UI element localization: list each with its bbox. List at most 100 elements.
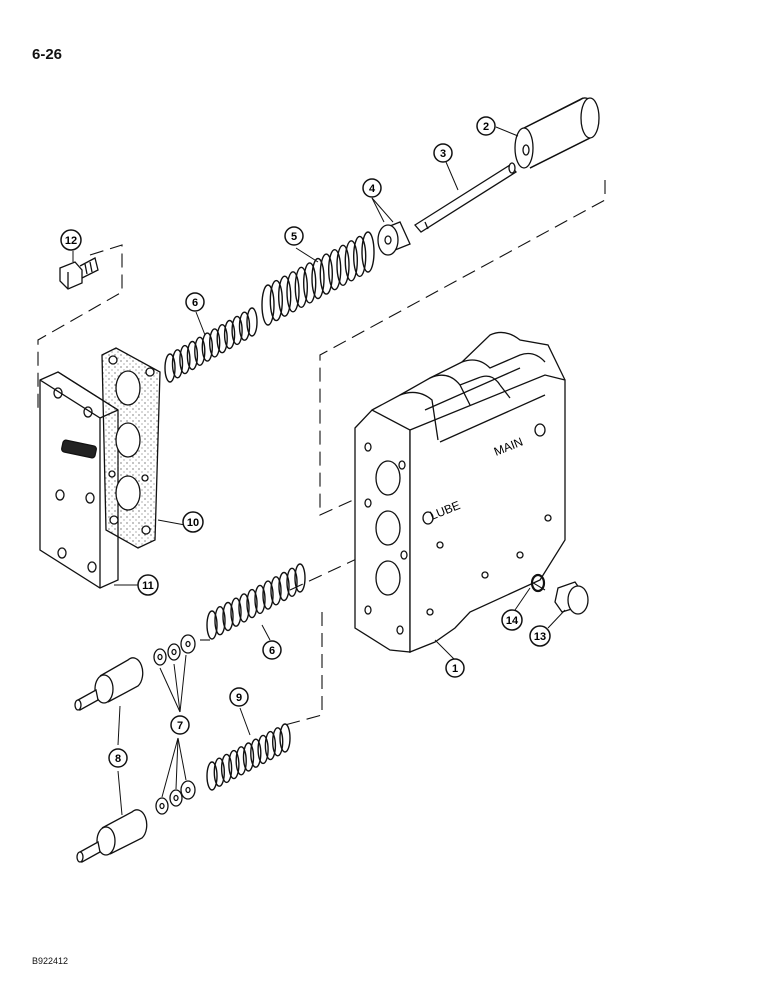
spring-coil xyxy=(238,593,250,623)
spring-coil xyxy=(222,601,234,632)
spring-coil xyxy=(201,332,214,362)
spring-coil xyxy=(344,240,358,282)
callout-6-top: 6 xyxy=(185,292,205,312)
part-14-o-ring xyxy=(530,573,546,593)
spring-coil xyxy=(262,580,274,610)
callout-1: 1 xyxy=(445,658,465,678)
callout-leaders xyxy=(72,126,566,816)
spring-coil xyxy=(223,319,236,350)
spring-coil xyxy=(228,749,240,780)
callout-7: 7 xyxy=(170,715,190,735)
spring-coil xyxy=(257,734,269,765)
part-6-lower-spring xyxy=(206,563,306,640)
part-7-shims-lower xyxy=(155,780,196,815)
part-3-pin xyxy=(414,162,517,233)
spring-coil xyxy=(216,324,228,354)
spring-coil xyxy=(206,761,218,791)
callout-11: 11 xyxy=(137,574,159,596)
part-6-upper-spring xyxy=(164,307,258,383)
svg-text:9: 9 xyxy=(236,692,242,704)
spring-coil xyxy=(186,340,199,371)
spring-coil xyxy=(286,271,300,313)
svg-text:2: 2 xyxy=(483,121,489,133)
callout-4: 4 xyxy=(362,178,382,198)
svg-text:8: 8 xyxy=(115,753,121,765)
spring-coil xyxy=(269,279,283,322)
spring-coil xyxy=(261,284,275,326)
svg-text:10: 10 xyxy=(187,517,199,529)
spring-coil xyxy=(231,315,243,346)
callouts: 1 2 3 4 5 6 6 7 8 9 10 11 12 13 14 xyxy=(60,116,551,768)
callout-9: 9 xyxy=(229,687,249,707)
part-11-cover-plate xyxy=(39,371,119,589)
spring-coil xyxy=(246,588,258,619)
spring-coil xyxy=(303,262,317,304)
case-logo-plate xyxy=(61,439,97,459)
spring-coil xyxy=(294,563,306,593)
page-number: 6-26 xyxy=(32,46,63,63)
svg-text:13: 13 xyxy=(534,631,546,643)
spring-coil xyxy=(235,746,247,776)
svg-text:12: 12 xyxy=(65,235,77,247)
spring-coil xyxy=(208,328,221,358)
part-2-plunger xyxy=(514,97,600,169)
spring-coil xyxy=(250,738,262,768)
spring-coil xyxy=(361,231,375,273)
svg-text:7: 7 xyxy=(177,720,183,732)
callout-13: 13 xyxy=(529,625,551,647)
spring-coil xyxy=(214,606,226,636)
part-9-spring xyxy=(206,723,291,791)
spring-coil xyxy=(206,610,218,640)
spring-coil xyxy=(194,336,206,366)
spring-coil xyxy=(278,571,290,602)
spring-coil xyxy=(286,567,298,597)
spring-coil xyxy=(328,249,342,291)
callout-3: 3 xyxy=(433,143,453,163)
part-5-large-spring xyxy=(261,231,375,326)
part-8-spool-upper xyxy=(74,657,144,712)
spring-coil xyxy=(319,253,333,295)
part-7-shims-upper xyxy=(153,634,196,666)
svg-text:11: 11 xyxy=(142,580,154,592)
spring-coil xyxy=(171,349,184,379)
callout-6-bottom: 6 xyxy=(262,640,282,660)
spring-coil xyxy=(278,275,292,317)
part-10-gasket xyxy=(101,347,161,549)
part-4-washer xyxy=(377,221,411,256)
svg-text:6: 6 xyxy=(269,645,275,657)
callout-2: 2 xyxy=(476,116,496,136)
spring-coil xyxy=(242,742,255,772)
callout-5: 5 xyxy=(284,226,304,246)
svg-text:14: 14 xyxy=(506,615,519,627)
spring-coil xyxy=(272,727,284,757)
spring-coil xyxy=(353,235,367,278)
svg-text:4: 4 xyxy=(369,183,376,195)
spring-coil xyxy=(270,576,282,606)
part-8-spool-lower xyxy=(76,809,148,864)
callout-12: 12 xyxy=(60,229,82,251)
part-13-plug xyxy=(554,581,589,615)
spring-coil xyxy=(311,257,325,300)
part-12-bolt xyxy=(59,257,99,290)
document-code: B922412 xyxy=(32,956,69,966)
spring-coil xyxy=(238,311,251,341)
spring-coil xyxy=(294,266,308,308)
spring-coil xyxy=(264,730,277,761)
svg-text:6: 6 xyxy=(192,297,198,309)
svg-text:5: 5 xyxy=(291,231,297,243)
svg-text:3: 3 xyxy=(440,148,446,160)
callout-14: 14 xyxy=(501,609,523,631)
spring-coil xyxy=(213,757,226,787)
spring-coil xyxy=(254,584,266,615)
spring-coil xyxy=(246,307,258,337)
spring-coil xyxy=(336,244,350,286)
spring-coil xyxy=(220,753,233,784)
spring-coil xyxy=(230,597,242,627)
spring-coil xyxy=(164,353,176,383)
spring-coil xyxy=(279,723,291,753)
part-1-valve-housing xyxy=(354,331,566,653)
svg-text:1: 1 xyxy=(452,663,458,675)
callout-10: 10 xyxy=(182,511,204,533)
spring-coil xyxy=(179,344,191,375)
